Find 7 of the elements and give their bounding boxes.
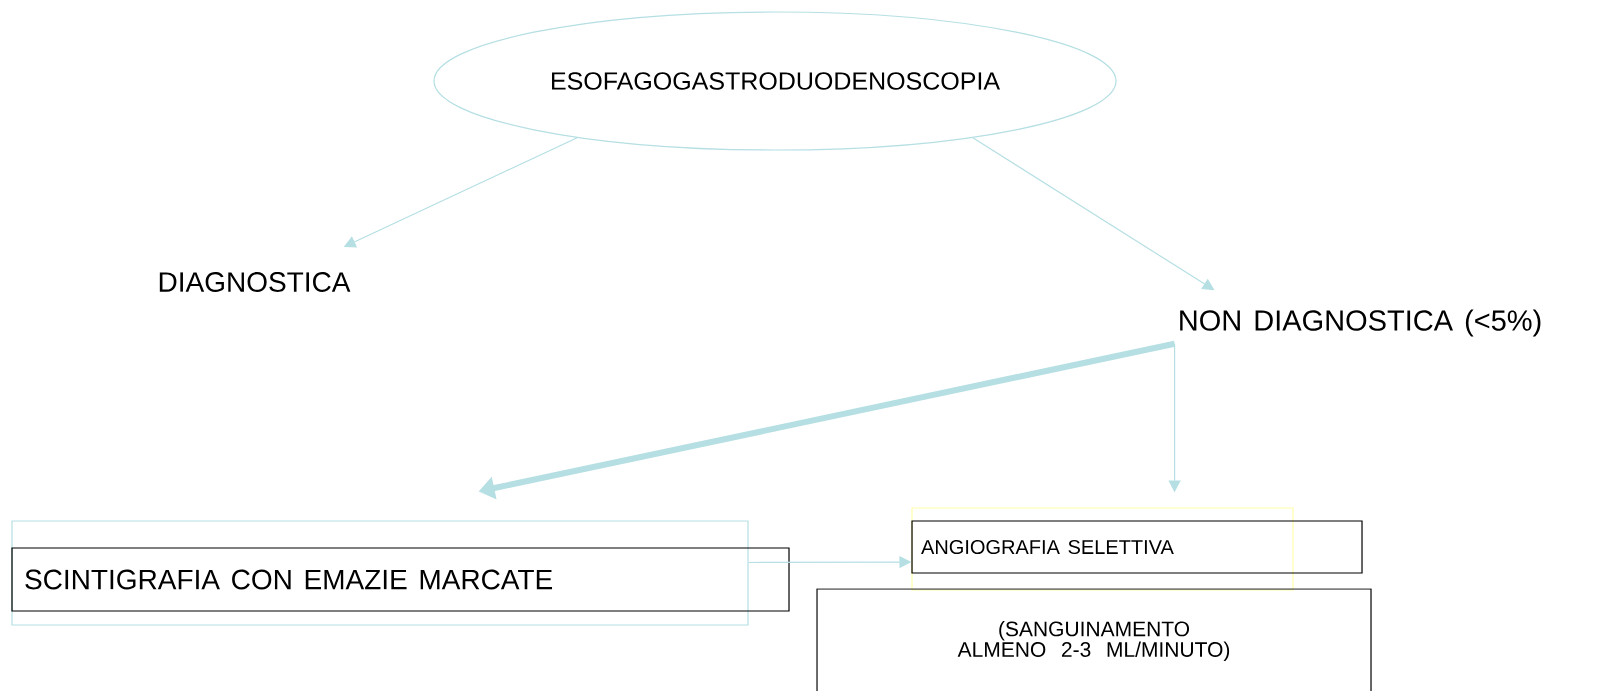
process-box: ANGIOGRAFIA SELETTIVA: [911, 507, 1363, 591]
arrow: [972, 137, 1215, 291]
text-label: NON DIAGNOSTICA (<5%): [1180, 309, 1541, 337]
process-box: (SANGUINAMENTO ALMENO 2-3 ML/MINUTO): [816, 588, 1372, 691]
process-box: SCINTIGRAFIA CON EMAZIE MARCATE: [11, 520, 790, 626]
text-label: DIAGNOSTICA: [159, 272, 351, 292]
ellipse-node: ESOFAGOGASTRODUODENOSCOPIA: [433, 11, 1117, 151]
